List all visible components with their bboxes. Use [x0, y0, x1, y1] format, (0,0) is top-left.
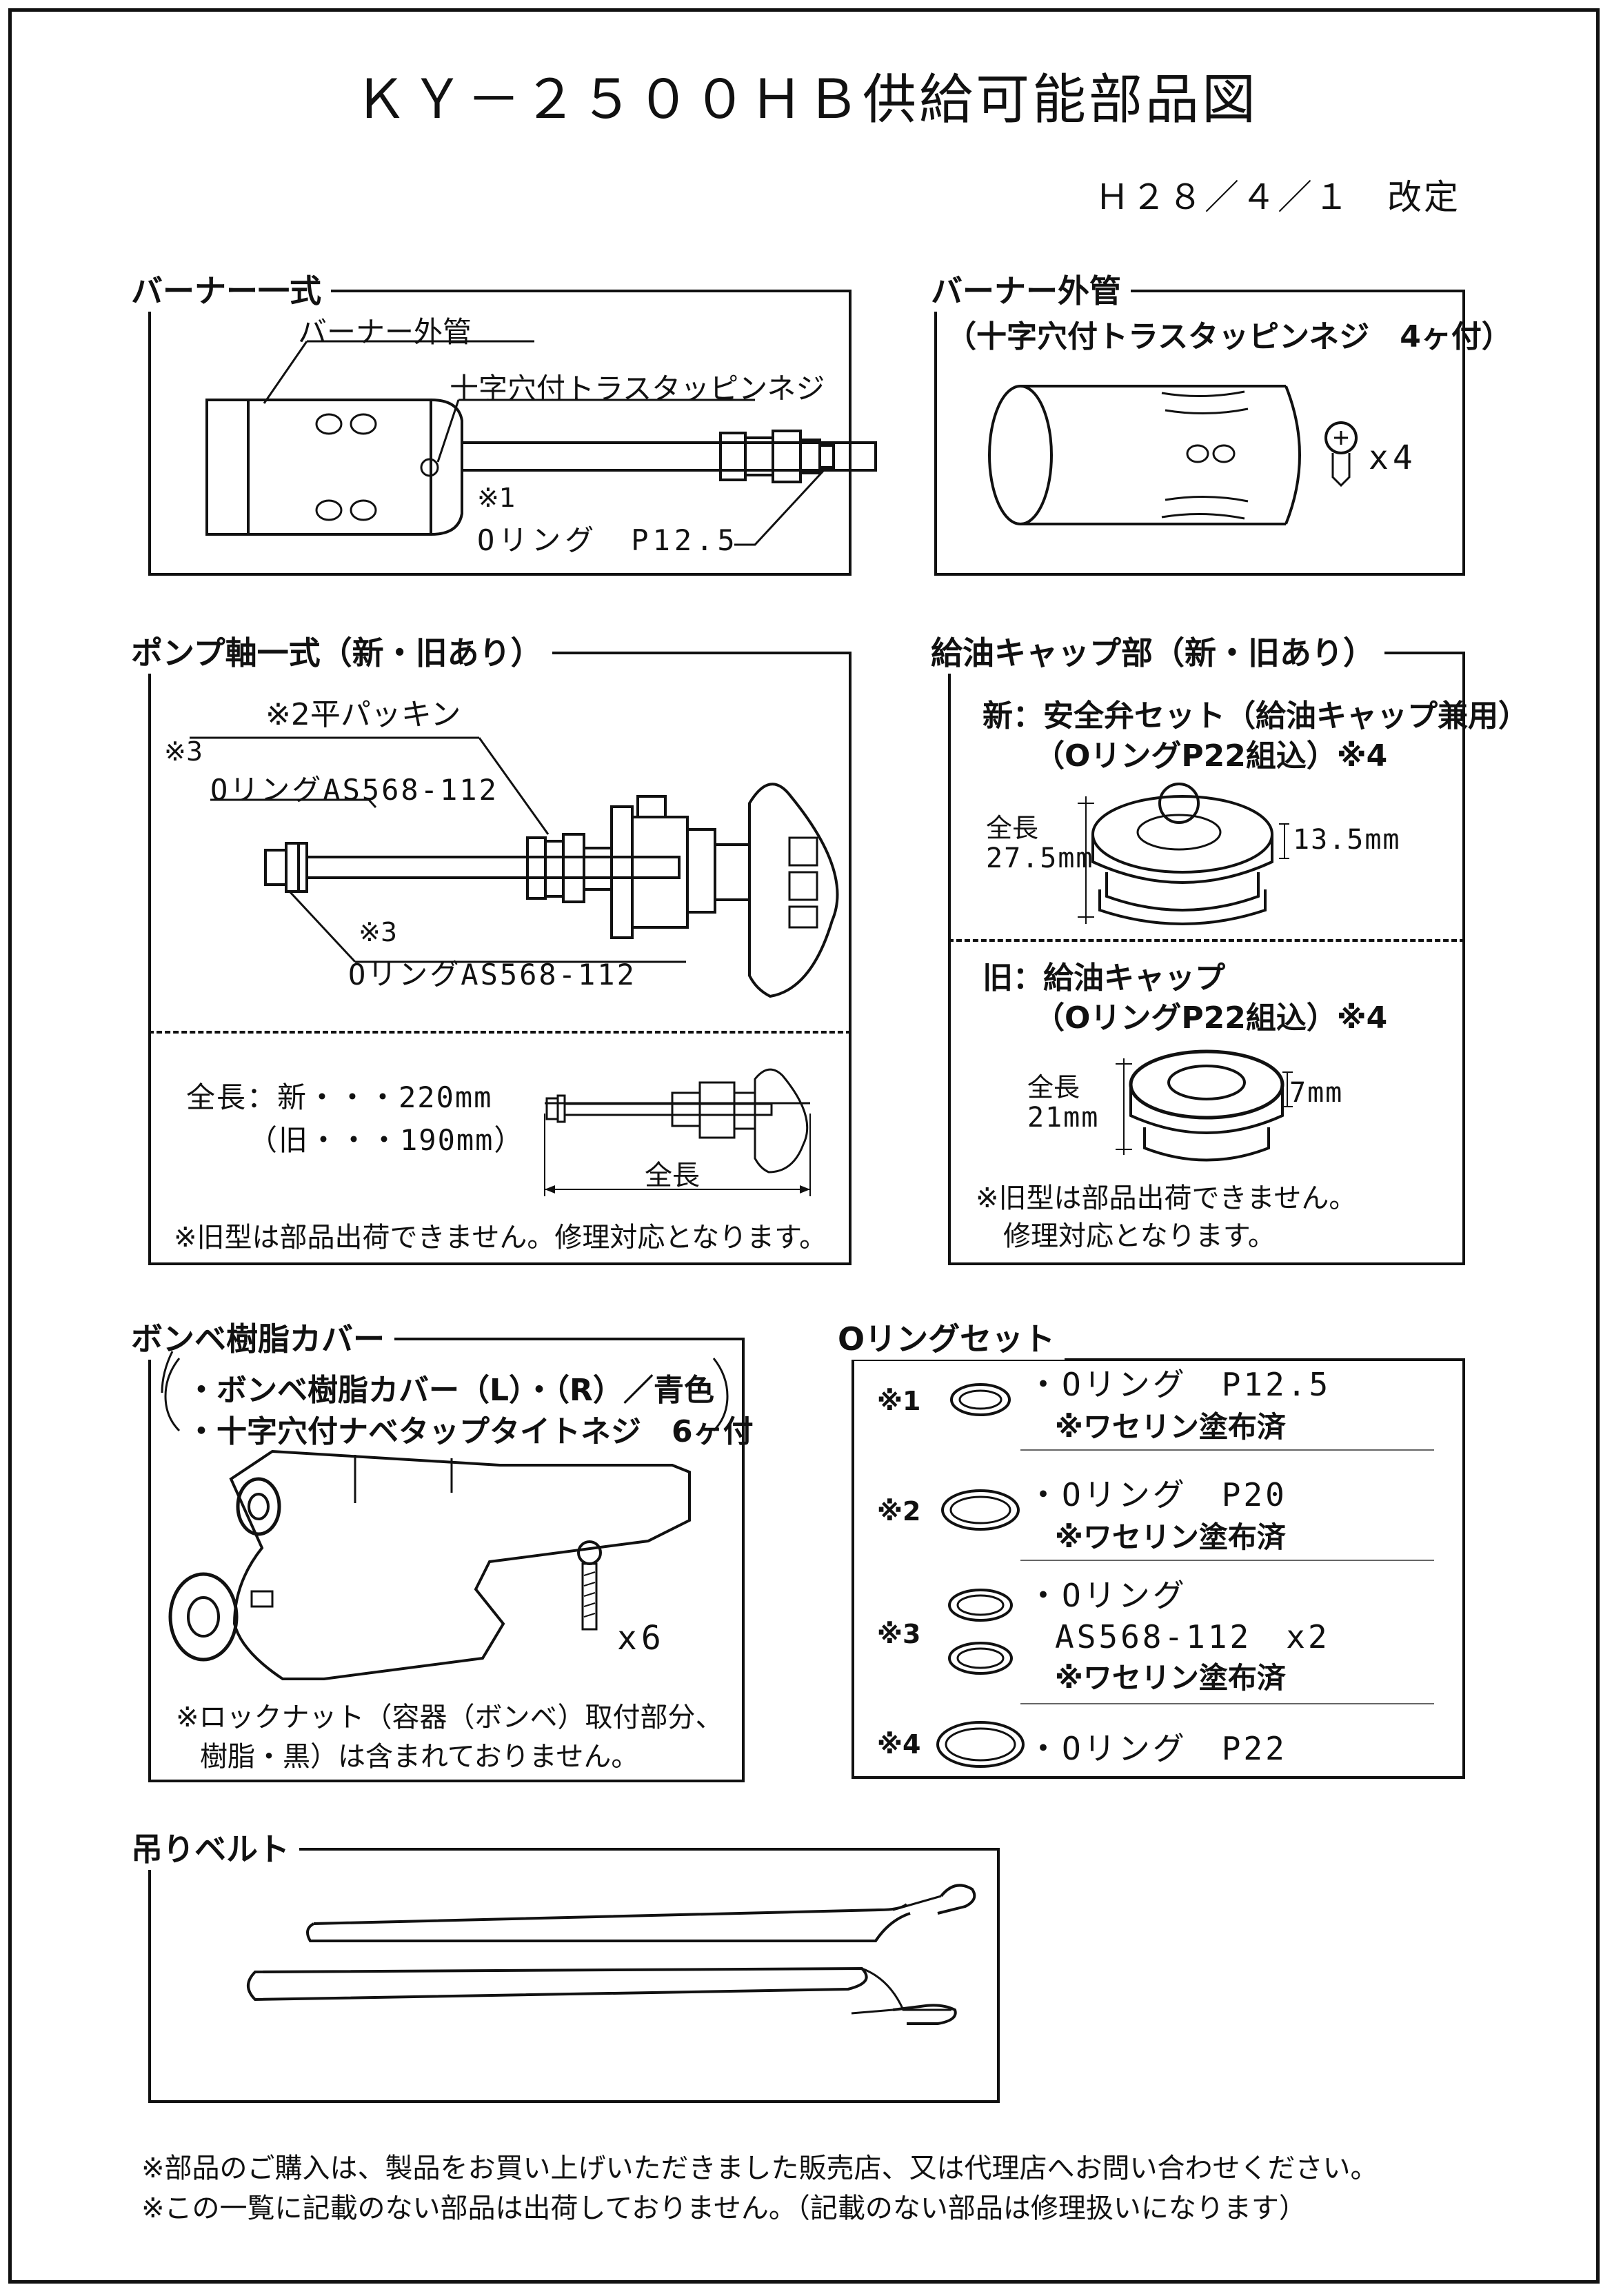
burner-outer-illustration [988, 385, 1358, 525]
burner-set-illustration [205, 340, 877, 546]
oring-row4-mark: ※4 [877, 1729, 921, 1760]
oring-set-illustration [936, 1383, 1025, 1768]
page-title: ＫＹ－２５００ＨＢ供給可能部品図 [353, 69, 1258, 131]
oil-cap-old-height: 7mm [1289, 1077, 1344, 1109]
oil-cap-note-line2: 修理対応となります。 [1003, 1220, 1276, 1252]
pump-packing-label: ※2平パッキン [265, 697, 461, 732]
cylinder-cover-qty: x6 [617, 1619, 665, 1658]
oil-cap-old-title: 旧：給油キャップ [983, 960, 1225, 996]
cylinder-cover-line2: ・十字穴付ナベタップタイトネジ 6ヶ付 [186, 1414, 754, 1449]
oring-row3-mark: ※3 [877, 1619, 921, 1649]
pump-length-new: 全長：新・・・220mm [186, 1080, 493, 1114]
oil-cap-note-line1: ※旧型は部品出荷できません。 [976, 1182, 1357, 1214]
oring-set-box [852, 1358, 1465, 1779]
pump-shaft-illustration [190, 736, 839, 1196]
oring-row1-mark: ※1 [877, 1386, 921, 1416]
oring-row3-divider [1020, 1703, 1434, 1704]
belt-heading: 吊りベルト [131, 1829, 299, 1870]
page-frame [8, 8, 1600, 2284]
cylinder-cover-note-line1: ※ロックナット（容器（ボンベ）取付部分、 [176, 1702, 723, 1733]
oring-row4-name: ・Oリング P22 [1027, 1730, 1287, 1767]
belt-illustration [247, 1884, 976, 2025]
pump-dim-label: 全長 [645, 1160, 700, 1191]
burner-outer-tube-label: バーナー外管 [298, 315, 472, 349]
cylinder-cover-illustration [161, 1351, 729, 1680]
burner-oring-label: Oリング P12.5 [477, 523, 739, 557]
burner-set-box [148, 290, 852, 576]
burner-outer-qty: x4 [1369, 439, 1417, 477]
pump-divider [148, 1031, 852, 1034]
oil-cap-new-subtitle: （OリングP22組込）※4 [1034, 738, 1388, 774]
cylinder-cover-box [148, 1338, 745, 1782]
oil-cap-new-length-label: 全長 [986, 813, 1039, 843]
oring-row2-note: ※ワセリン塗布済 [1055, 1520, 1286, 1554]
oil-cap-new-title: 新：安全弁セット（給油キャップ兼用） [983, 698, 1529, 734]
pump-length-old: （旧・・・190mm） [248, 1123, 525, 1157]
oring-row1-divider [1020, 1449, 1434, 1451]
oil-cap-old-subtitle: （OリングP22組込）※4 [1034, 1000, 1388, 1036]
oil-cap-illustration [1078, 783, 1293, 1162]
oring-row3-note: ※ワセリン塗布済 [1055, 1661, 1286, 1695]
oring-row2-mark: ※2 [877, 1496, 921, 1527]
oring-row3-name: ・Oリング [1027, 1577, 1187, 1614]
pump-oring-top-label: OリングAS568-112 [210, 773, 498, 807]
pump-note: ※旧型は部品出荷できません。修理対応となります。 [174, 1222, 827, 1253]
burner-outer-heading: バーナー外管 [931, 270, 1131, 312]
oil-cap-old-length-value: 21mm [1027, 1102, 1100, 1134]
oring-row3-name2: AS568-112 x2 [1055, 1618, 1330, 1655]
burner-outer-box [934, 290, 1465, 576]
oring-row2-name: ・Oリング P20 [1027, 1476, 1287, 1513]
oil-cap-old-length-label: 全長 [1027, 1072, 1080, 1102]
cylinder-cover-note-line2: 樹脂・黒）は含まれておりません。 [200, 1741, 639, 1773]
pump-oring-bottom-label: OリングAS568-112 [348, 958, 636, 991]
oring-row2-divider [1020, 1560, 1434, 1561]
burner-set-heading: バーナー一式 [131, 270, 331, 312]
oil-cap-divider [948, 939, 1465, 942]
pump-shaft-heading: ポンプ軸一式（新・旧あり） [131, 632, 552, 674]
revision-date: Ｈ２８／４／１ 改定 [1095, 177, 1460, 217]
pump-mark3-top: ※3 [164, 736, 203, 767]
oil-cap-new-height: 13.5mm [1293, 824, 1401, 856]
oring-set-heading: Oリングセット [838, 1318, 1065, 1360]
oring-row1-note: ※ワセリン塗布済 [1055, 1410, 1286, 1444]
burner-note-mark: ※1 [477, 483, 516, 513]
oil-cap-new-length-value: 27.5mm [986, 843, 1094, 874]
pump-mark3-bottom: ※3 [359, 917, 398, 947]
belt-box [148, 1848, 1000, 2103]
oring-row1-name: ・Oリング P12.5 [1027, 1366, 1331, 1403]
burner-outer-subtitle: （十字穴付トラスタッピンネジ 4ヶ付） [946, 319, 1512, 354]
footer-line2: ※この一覧に記載のない部品は出荷しておりません。（記載のない部品は修理扱いになり… [141, 2193, 1307, 2224]
cylinder-cover-heading: ボンベ樹脂カバー [131, 1318, 394, 1360]
oil-cap-heading: 給油キャップ部（新・旧あり） [931, 632, 1384, 674]
cylinder-cover-line1: ・ボンベ樹脂カバー（L）・（R）／青色 [186, 1373, 714, 1408]
footer-line1: ※部品のご購入は、製品をお買い上げいただきました販売店、又は代理店へお問い合わせ… [141, 2153, 1378, 2184]
